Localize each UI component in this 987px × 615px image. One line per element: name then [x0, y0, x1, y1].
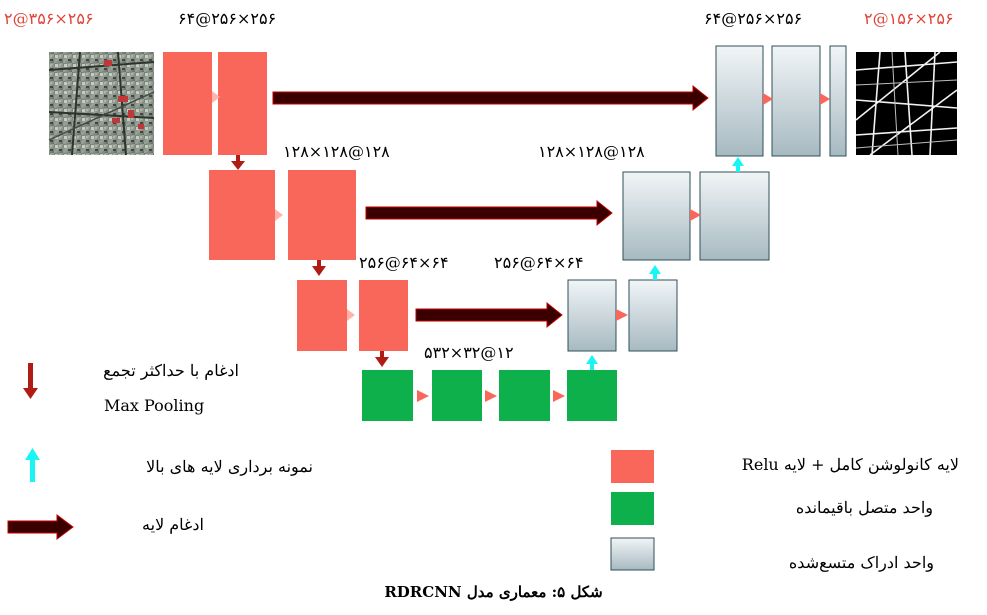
legend-concat: ادغام لایه: [142, 515, 204, 534]
decoder-perceptron-block: [699, 171, 770, 261]
legend-conv-relu: لایه کانولوشن کامل + لایه Relu: [741, 455, 959, 474]
residual-block: [567, 370, 617, 421]
label-bottleneck: ۵١٢@٣٢×٣٢: [424, 343, 514, 362]
label-decoder1: ۶۴@٢۵۶×٢۵۶: [704, 9, 803, 28]
label-decoder3: ٢۵۶@۶۴×۶۴: [494, 253, 584, 272]
encoder-conv-block: [359, 280, 408, 351]
label-encoder1: ۶۴@٢۵۶×٢۵۶: [178, 9, 277, 28]
skip-arrow-level3: [415, 301, 563, 329]
encoder-conv-block: [163, 52, 212, 155]
residual-block: [432, 370, 482, 421]
encoder-conv-block: [297, 280, 347, 351]
decoder-perceptron-block: [771, 45, 821, 157]
legend-residual-swatch: [611, 492, 654, 525]
figure-caption: شکل ۵: معماری مدل RDRCNN: [384, 583, 603, 601]
decoder-perceptron-block: [715, 45, 764, 157]
legend-upsample: نمونه برداری لایه های بالا: [146, 457, 313, 476]
residual-block: [362, 370, 413, 421]
decoder-perceptron-block: [829, 45, 847, 157]
decoder-perceptron-block: [622, 171, 691, 261]
label-output-channels: ١@٢۵۶×٢۵۶: [864, 9, 954, 28]
output-road-mask: [855, 51, 958, 156]
skip-arrow-level1: [272, 84, 709, 112]
legend-conv-swatch: [611, 450, 654, 483]
residual-blocks: [362, 370, 617, 421]
encoder-conv-block: [288, 170, 356, 260]
legend-upsample-icon: [25, 448, 40, 482]
residual-connect-arrows: [417, 390, 565, 402]
legend-perceptron-swatch: [610, 537, 655, 571]
legend-maxpool-fa: ادغام با حداکثر تجمع: [103, 361, 239, 380]
label-input-channels: ٣@٢۵۶×٢۵۶: [4, 9, 94, 28]
encoder-blocks: [163, 52, 408, 351]
skip-arrow-level2: [365, 199, 613, 227]
residual-block: [499, 370, 550, 421]
legend-perceptron: واحد ادراک متسع‌شده: [788, 553, 934, 572]
encoder-conv-block: [209, 170, 275, 260]
legend-symbols: [7, 363, 655, 571]
max-pooling-arrows: [231, 155, 389, 367]
label-encoder3: ٢۵۶@۶۴×۶۴: [359, 253, 449, 272]
inner-arrows-encoder: [212, 91, 355, 321]
label-encoder2: ١٢٨@١٢٨×١٢٨: [283, 142, 390, 161]
legend-maxpool-en: Max Pooling: [104, 396, 205, 415]
input-satellite-image: [48, 51, 155, 156]
decoder-perceptron-block: [567, 279, 617, 352]
legend-residual: واحد متصل باقیمانده: [795, 498, 933, 517]
label-decoder2: ١٢٨@١٢٨×١٢٨: [538, 142, 645, 161]
skip-connection-arrows: [272, 84, 709, 329]
legend-concat-icon: [7, 514, 74, 540]
decoder-perceptron-block: [628, 279, 678, 352]
upsample-arrows: [586, 157, 744, 370]
encoder-conv-block: [218, 52, 267, 155]
inner-arrows-decoder: [616, 93, 830, 321]
legend-maxpool-icon: [23, 363, 38, 399]
